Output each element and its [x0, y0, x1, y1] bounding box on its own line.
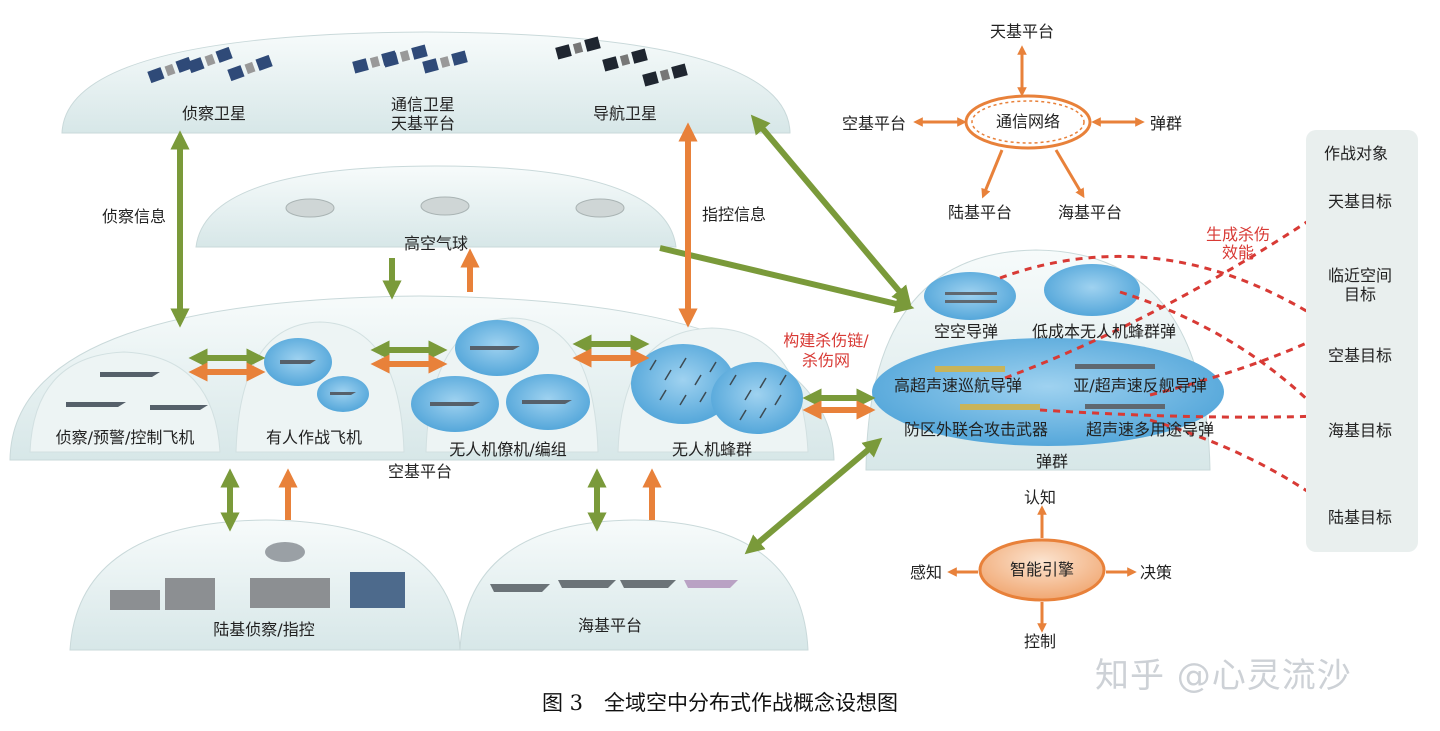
space-item-recon-satellite: 侦察卫星: [181, 104, 247, 123]
command-info-label: 指控信息: [701, 205, 767, 224]
network-node-sea: 海基平台: [1057, 203, 1123, 222]
target-ground: 陆基目标: [1327, 508, 1393, 527]
network-node-space: 天基平台: [989, 22, 1055, 41]
air-group-manned-fighter: 有人作战飞机: [265, 428, 363, 447]
aircraft-icons: [66, 346, 572, 410]
watermark: 知乎 @心灵流沙: [1095, 656, 1352, 696]
air-layer-label: 空基平台: [387, 462, 453, 481]
network-node-air: 空基平台: [841, 114, 907, 133]
ground-layer-label: 陆基侦察/指控: [213, 620, 315, 639]
network-node-ground: 陆基平台: [947, 203, 1013, 222]
space-item-comm-satellite: 通信卫星 天基平台: [390, 95, 456, 133]
engine-node-control: 控制: [1023, 632, 1057, 651]
weapon-group-label: 弹群: [1035, 452, 1069, 471]
target-space: 天基目标: [1327, 192, 1393, 211]
green-arrows: [170, 114, 915, 555]
weapon-supersonic-multi: 超声速多用途导弹: [1085, 420, 1215, 439]
kill-effect-curves: [999, 207, 1330, 505]
target-air: 空基目标: [1327, 346, 1393, 365]
engine-node-decision: 决策: [1139, 563, 1173, 582]
damage-effect-label: 生成杀伤 效能: [1205, 225, 1271, 262]
swarm-marks: [649, 357, 787, 421]
recon-info-label: 侦察信息: [101, 207, 167, 226]
missile-icons: [935, 292, 1165, 410]
swarm-munition-bubble: [1044, 264, 1140, 316]
kill-chain-label: 构建杀伤链/ 杀伤网: [783, 331, 869, 370]
weapon-anti-ship: 亚/超声速反舰导弹: [1073, 376, 1207, 395]
target-panel: [1306, 130, 1418, 552]
air-group-loyal-wingman: 无人机僚机/编组: [449, 440, 567, 459]
engine-node-perception: 感知: [909, 563, 943, 582]
weapon-jsow: 防区外联合攻击武器: [903, 420, 1049, 439]
ship-icons: [490, 580, 738, 592]
figure-caption: 图 3 全域空中分布式作战概念设想图: [541, 691, 899, 715]
target-near-space: 临近空间 目标: [1327, 266, 1393, 304]
network-center-label: 通信网络: [995, 112, 1061, 131]
engine-center-label: 智能引擎: [1009, 560, 1075, 579]
balloon-icons: [285, 196, 625, 218]
target-panel-title: 作战对象: [1323, 144, 1389, 163]
weapon-swarm-munition: 低成本无人机蜂群弹: [1031, 322, 1177, 341]
balloon-label: 高空气球: [403, 234, 469, 253]
engine-node-cognition: 认知: [1023, 488, 1057, 507]
space-item-nav-satellite: 导航卫星: [592, 104, 658, 123]
satellite-icons: [147, 36, 688, 87]
weapon-hypersonic-cruise: 高超声速巡航导弹: [893, 376, 1023, 395]
orange-arrows: [278, 122, 876, 520]
sea-layer-label: 海基平台: [577, 616, 643, 635]
ground-facility-icons: [110, 542, 405, 610]
air-group-drone-swarm: 无人机蜂群: [671, 440, 753, 459]
space-layer-dome: [61, 31, 791, 134]
air-link-arrows: [188, 334, 650, 382]
intelligence-engine: [947, 505, 1137, 633]
air-group-recon-aircraft: 侦察/预警/控制飞机: [55, 428, 195, 447]
target-sea: 海基目标: [1327, 421, 1393, 440]
aam-bubble: [924, 272, 1016, 320]
network-node-munitions: 弹群: [1149, 114, 1183, 133]
comm-network: [913, 45, 1145, 199]
weapon-aam: 空空导弹: [933, 322, 999, 341]
